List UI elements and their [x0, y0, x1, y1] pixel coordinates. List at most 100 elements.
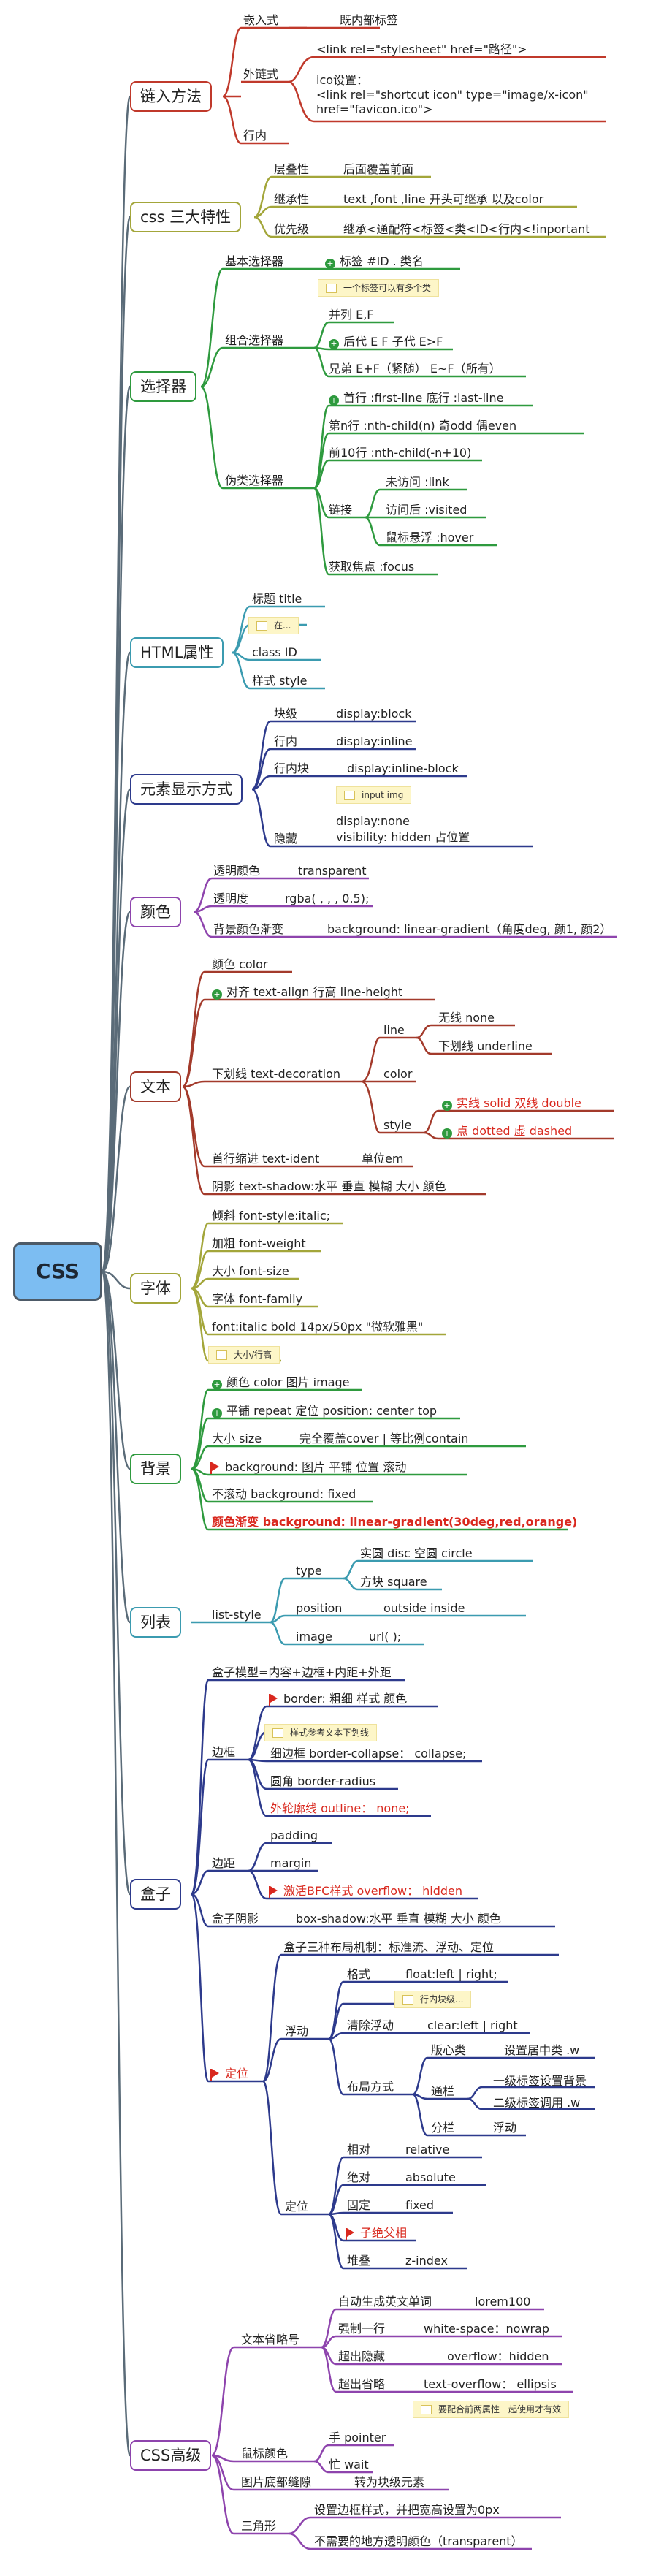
- leaf-decoration-color[interactable]: color: [383, 1067, 413, 1081]
- leaf-cursor[interactable]: 鼠标颜色: [241, 2447, 289, 2461]
- leaf-border-1: border: 粗细 样式 颜色: [269, 1692, 407, 1706]
- leaf-cascade[interactable]: 层叠性: [274, 162, 310, 176]
- leaf-title-attr[interactable]: 标题 title: [252, 592, 302, 606]
- leaf-list-position[interactable]: position: [296, 1601, 343, 1615]
- leaf-text-shadow[interactable]: 阴影 text-shadow:水平 垂直 模糊 大小 颜色: [212, 1179, 446, 1193]
- leaf-external[interactable]: 外链式: [243, 67, 279, 81]
- branch-list[interactable]: 列表: [130, 1607, 181, 1638]
- leaf-decoration-style[interactable]: style: [383, 1118, 412, 1132]
- branch-colors[interactable]: 颜色: [130, 897, 181, 927]
- leaf-basic-selector[interactable]: 基本选择器: [225, 254, 284, 268]
- leaf-bg-fixed[interactable]: 不滚动 background: fixed: [212, 1487, 356, 1501]
- leaf-inline-display[interactable]: 行内: [274, 734, 298, 748]
- leaf-inline-block-value: display:inline-block: [347, 761, 459, 775]
- leaf-opacity[interactable]: 透明度: [213, 892, 249, 905]
- plus-icon: +: [212, 1380, 222, 1390]
- branch-selectors[interactable]: 选择器: [130, 371, 196, 402]
- leaf-style-attr[interactable]: 样式 style: [252, 674, 308, 688]
- leaf-layout-way[interactable]: 布局方式: [347, 2080, 394, 2094]
- leaf-text-indent[interactable]: 首行缩进 text-ident: [212, 1152, 320, 1166]
- leaf-gradient[interactable]: 背景颜色渐变: [213, 922, 284, 936]
- leaf-pseudo-link[interactable]: 链接: [329, 503, 353, 517]
- leaf-image-gap[interactable]: 图片底部缝隙: [241, 2475, 312, 2489]
- leaf-bg-color[interactable]: +颜色 color 图片 image: [212, 1375, 350, 1390]
- leaf-fixed: 固定: [347, 2198, 371, 2212]
- leaf-inline[interactable]: 行内: [243, 129, 267, 143]
- branch-link-methods[interactable]: 链入方法: [130, 81, 212, 112]
- leaf-ellipsis[interactable]: 文本省略号: [241, 2333, 300, 2347]
- leaf-priority[interactable]: 优先级: [274, 222, 310, 236]
- leaf-border[interactable]: 边框: [212, 1745, 236, 1759]
- leaf-hidden-value2: visibility: hidden 占位置: [336, 830, 470, 844]
- root-node[interactable]: CSS: [13, 1242, 102, 1301]
- leaf-spacing[interactable]: 边距: [212, 1856, 236, 1870]
- leaf-style-solid: +实线 solid 双线 double: [442, 1096, 581, 1111]
- leaf-position[interactable]: 定位: [285, 2200, 309, 2214]
- leaf-text-color[interactable]: 颜色 color: [212, 957, 268, 971]
- leaf-font-weight[interactable]: 加粗 font-weight: [212, 1236, 306, 1250]
- leaf-overflow-hidden: 超出隐藏: [338, 2349, 386, 2363]
- branch-css-features[interactable]: css 三大特性: [130, 202, 242, 232]
- leaf-bg-repeat[interactable]: +平铺 repeat 定位 position: center top: [212, 1404, 437, 1418]
- leaf-font-family[interactable]: 字体 font-family: [212, 1292, 303, 1306]
- branch-css-advanced[interactable]: CSS高级: [130, 2440, 212, 2471]
- leaf-overflow-hidden-value: overflow：hidden: [447, 2349, 549, 2363]
- leaf-text-align[interactable]: +对齐 text-align 行高 line-height: [212, 985, 402, 1000]
- leaf-decoration-line[interactable]: line: [383, 1023, 405, 1037]
- branch-fonts[interactable]: 字体: [130, 1273, 181, 1304]
- leaf-hidden[interactable]: 隐藏: [274, 832, 298, 846]
- branch-background[interactable]: 背景: [130, 1454, 181, 1484]
- leaf-style-dotted: +点 dotted 虚 dashed: [442, 1124, 572, 1139]
- leaf-transparent[interactable]: 透明颜色: [213, 864, 261, 878]
- leaf-triangle[interactable]: 三角形: [241, 2519, 277, 2533]
- leaf-inherit[interactable]: 继承性: [274, 192, 310, 206]
- branch-display-modes[interactable]: 元素显示方式: [130, 774, 243, 805]
- leaf-lorem: 自动生成英文单词: [338, 2295, 432, 2309]
- leaf-box-model[interactable]: 盒子模型=内容+边框+内距+外距: [212, 1665, 392, 1679]
- leaf-pseudo-selector[interactable]: 伪类选择器: [225, 474, 284, 487]
- leaf-lorem-value: lorem100: [475, 2295, 531, 2309]
- leaf-bg-size[interactable]: 大小 size: [212, 1432, 262, 1445]
- leaf-inline-block[interactable]: 行内块: [274, 761, 310, 775]
- leaf-bg-shorthand[interactable]: background: 图片 平铺 位置 滚动: [210, 1460, 406, 1475]
- leaf-block[interactable]: 块级: [274, 707, 298, 721]
- leaf-line-underline: 下划线 underline: [438, 1039, 533, 1053]
- leaf-combo-3: 兄弟 E+F（紧随） E~F（所有）: [329, 362, 501, 376]
- leaf-full-width-value1: 一级标签设置背景: [493, 2074, 587, 2088]
- branch-box[interactable]: 盒子: [130, 1879, 181, 1910]
- leaf-bg-gradient[interactable]: 颜色渐变 background: linear-gradient(30deg,r…: [212, 1515, 578, 1529]
- leaf-font-shorthand[interactable]: font:italic bold 14px/50px "微软雅黑": [212, 1320, 424, 1334]
- leaf-font-style[interactable]: 倾斜 font-style:italic;: [212, 1209, 331, 1223]
- leaf-class-id[interactable]: class ID: [252, 645, 297, 659]
- leaf-type-circle: 实圆 disc 空圆 circle: [360, 1546, 473, 1560]
- leaf-border-3: 圆角 border-radius: [270, 1774, 376, 1788]
- leaf-cursor-wait: 忙 wait: [329, 2458, 369, 2471]
- note-inline-block: 行内块级...: [394, 1991, 472, 2008]
- note-in: 在...: [248, 617, 299, 634]
- flag-icon: [210, 1462, 219, 1474]
- leaf-list-style[interactable]: list-style: [212, 1608, 262, 1622]
- leaf-list-type[interactable]: type: [296, 1564, 322, 1578]
- plus-icon: +: [329, 395, 339, 406]
- leaf-float-format[interactable]: 格式: [347, 1967, 371, 1981]
- note-border-style: 样式参考文本下划线: [264, 1724, 378, 1741]
- leaf-positioning[interactable]: 定位: [210, 2067, 248, 2081]
- branch-html-attributes[interactable]: HTML属性: [130, 637, 224, 668]
- leaf-border-4: 外轮廓线 outline： none;: [270, 1801, 410, 1815]
- leaf-margin: margin: [270, 1856, 312, 1870]
- leaf-list-image[interactable]: image: [296, 1630, 332, 1644]
- leaf-combo-selector[interactable]: 组合选择器: [225, 333, 284, 347]
- leaf-full-width: 通栏: [431, 2084, 455, 2098]
- branch-text[interactable]: 文本: [130, 1071, 181, 1102]
- leaf-clear-float[interactable]: 清除浮动: [347, 2018, 394, 2032]
- leaf-font-size[interactable]: 大小 font-size: [212, 1264, 289, 1278]
- leaf-clear-float-value: clear:left | right: [427, 2018, 518, 2032]
- leaf-container-class: 版心类: [431, 2043, 467, 2057]
- leaf-embedded[interactable]: 嵌入式: [243, 13, 279, 27]
- leaf-stacking: 堆叠: [347, 2254, 371, 2268]
- leaf-box-shadow[interactable]: 盒子阴影: [212, 1912, 259, 1926]
- leaf-absolute-value: absolute: [405, 2170, 456, 2184]
- leaf-float[interactable]: 浮动: [285, 2024, 309, 2038]
- leaf-text-decoration[interactable]: 下划线 text-decoration: [212, 1067, 341, 1081]
- flag-icon: [269, 1694, 278, 1706]
